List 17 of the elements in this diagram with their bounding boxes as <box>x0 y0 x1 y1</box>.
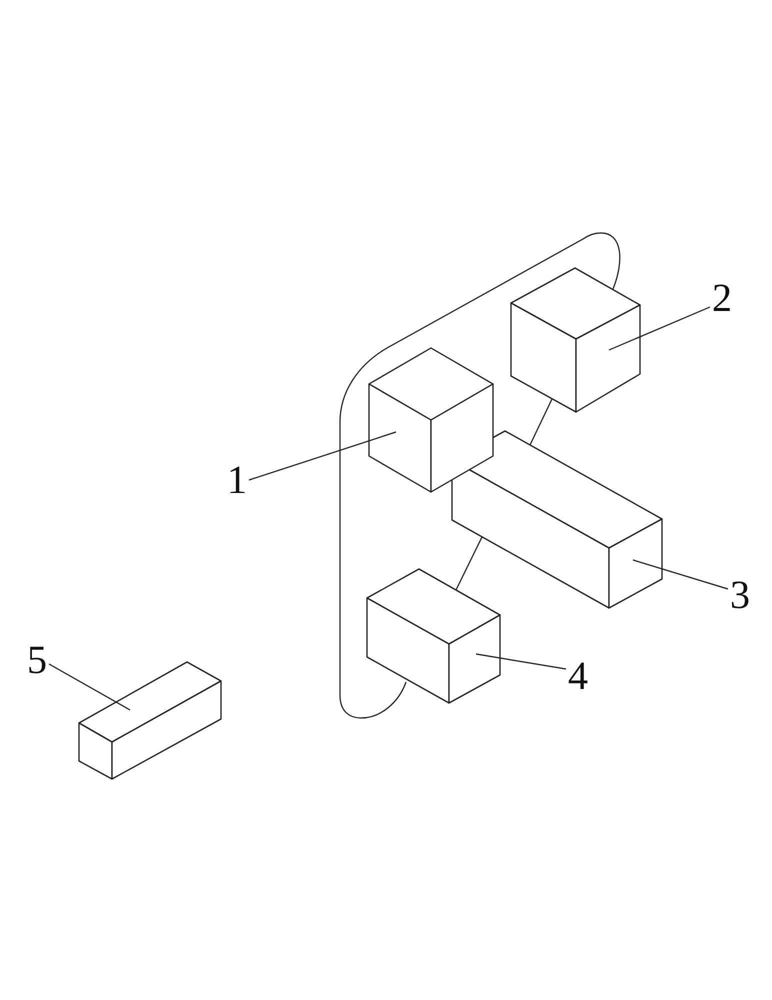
leader-line <box>632 559 728 590</box>
callout-number: 5 <box>26 645 48 675</box>
rectangular-block <box>451 430 663 609</box>
connecting-line <box>455 536 483 590</box>
rectangular-block <box>78 661 222 780</box>
leader-line <box>608 306 710 351</box>
callout-number: 3 <box>729 580 751 610</box>
callout-number: 2 <box>711 283 733 313</box>
callout-number: 4 <box>567 661 589 691</box>
callout-number: 1 <box>226 465 248 495</box>
cube <box>368 347 494 493</box>
connecting-line <box>529 398 553 446</box>
leader-line <box>476 653 566 670</box>
cube <box>510 267 641 413</box>
leader-line <box>248 431 396 481</box>
rectangular-block <box>366 568 501 704</box>
leader-line <box>48 663 130 711</box>
